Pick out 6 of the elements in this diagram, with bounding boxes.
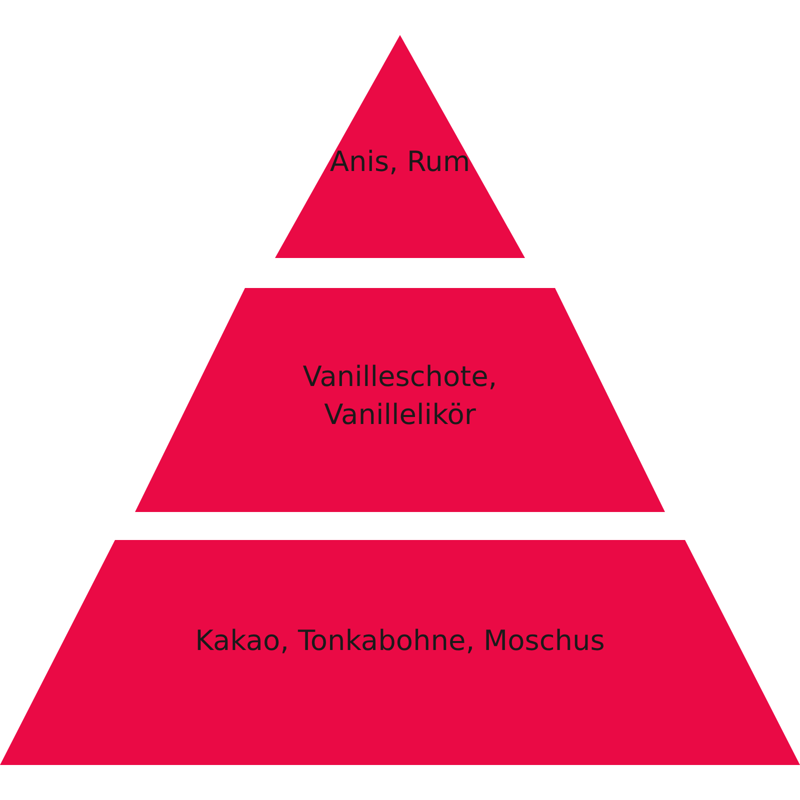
- pyramid-tier: [275, 35, 525, 258]
- pyramid-tier: [0, 540, 800, 765]
- tier-label: Kakao, Tonkabohne, Moschus: [195, 623, 605, 659]
- tier-label: Vanilleschote, Vanillelikör: [302, 359, 498, 433]
- tier-label: Anis, Rum: [330, 144, 470, 180]
- pyramid-tier: [135, 288, 665, 512]
